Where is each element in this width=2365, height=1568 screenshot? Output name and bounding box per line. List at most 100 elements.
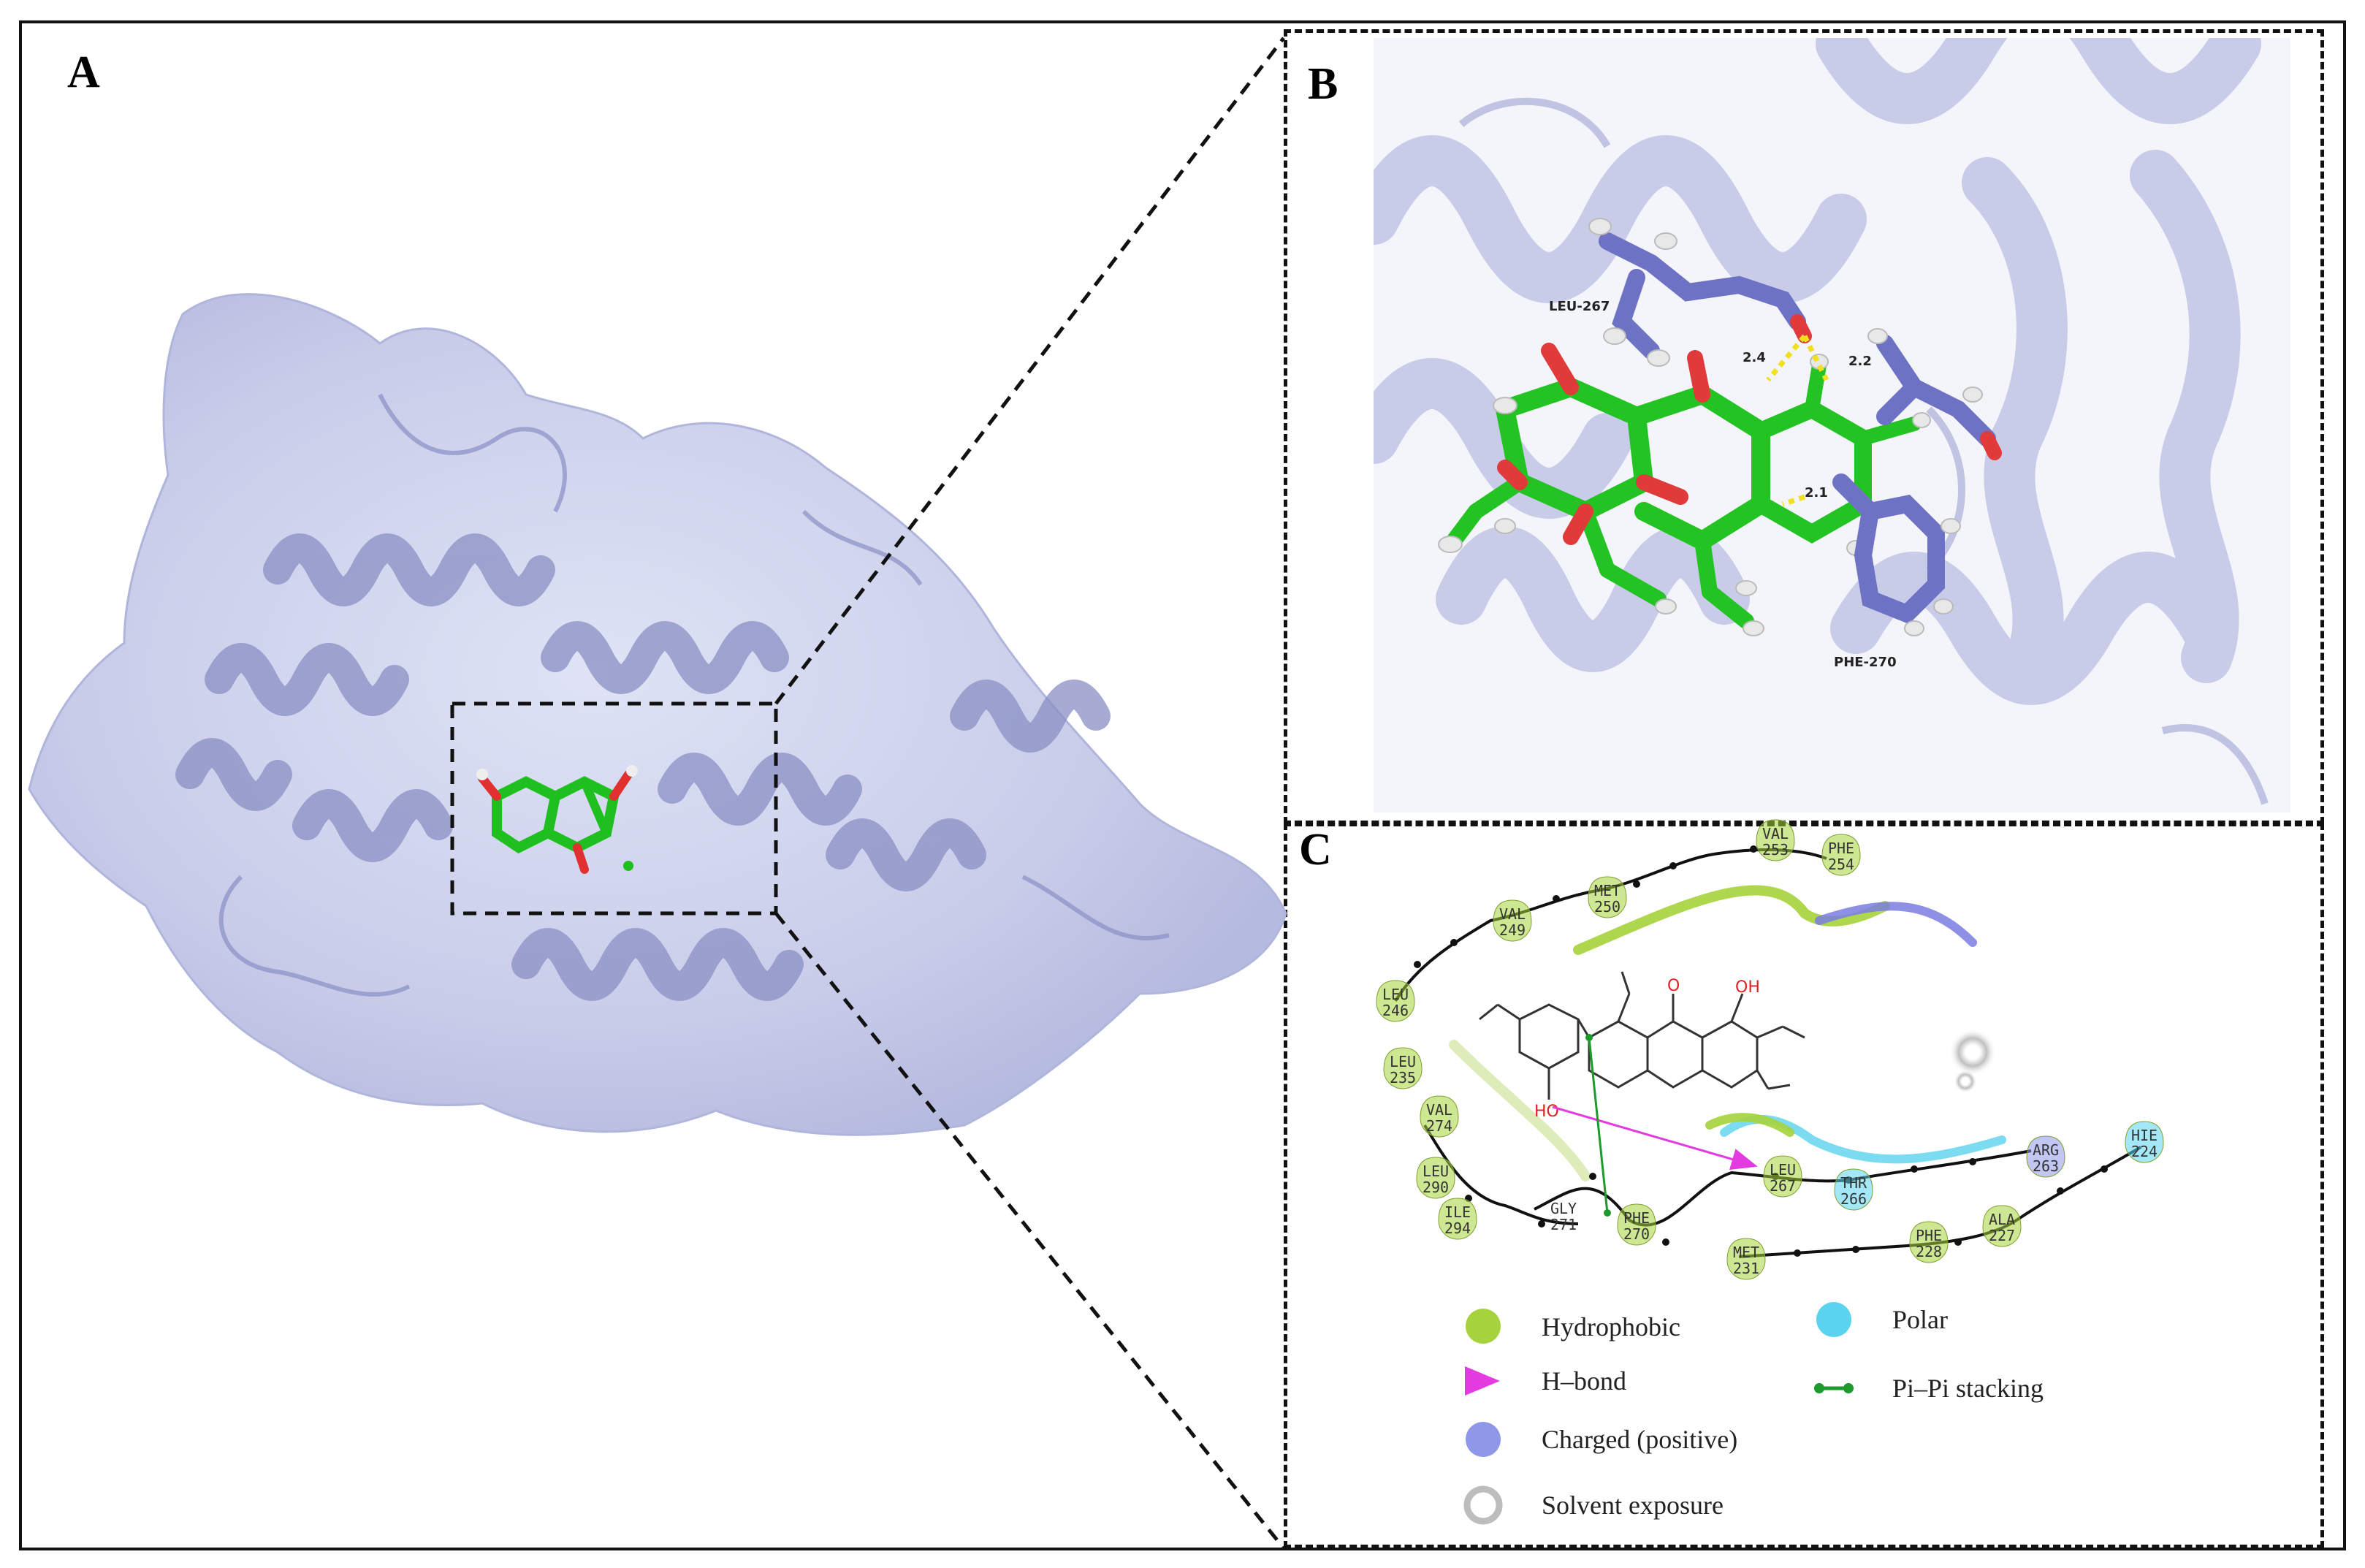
residue-name: GLY [1550, 1200, 1577, 1217]
panel-label-b: B [1308, 59, 1338, 109]
residue-name: MET [1733, 1244, 1759, 1261]
protein-loops [218, 393, 1170, 997]
residue-name: PHE [1828, 840, 1854, 857]
residue-number: 224 [2131, 1143, 2158, 1160]
legend-hydrophobic-swatch [1466, 1309, 1501, 1344]
residue-droplet [1617, 1203, 1656, 1246]
legend-pipi-label: Pi–Pi stacking [1892, 1374, 2044, 1403]
residue-number: 267 [1770, 1177, 1796, 1195]
residue-name: VAL [1499, 905, 1526, 923]
solvent-exposure-marker [1949, 1029, 1996, 1076]
residue-droplet [1416, 1157, 1455, 1199]
residue-name: ALA [1989, 1211, 2015, 1228]
residue-droplet [1383, 1047, 1423, 1089]
residue-name: THR [1840, 1174, 1867, 1192]
residue-number: 250 [1594, 898, 1621, 916]
residue-number: 249 [1499, 921, 1526, 939]
solvent-exposure-marker-2 [1954, 1070, 1977, 1093]
residue-name: ILE [1444, 1203, 1471, 1221]
residue-droplet [1821, 834, 1861, 876]
residue-name: PHE [1916, 1227, 1942, 1244]
legend-hydrophobic-label: Hydrophobic [1542, 1312, 1680, 1341]
zoom-line-top [774, 37, 1285, 705]
zoom-line-bottom [774, 912, 1285, 1550]
label-phe270: PHE-270 [1834, 655, 1897, 670]
residue-number: 294 [1444, 1219, 1471, 1237]
residue-name: LEU [1770, 1161, 1796, 1179]
ligand-2d-structure [1479, 971, 1805, 1100]
distance-2-2: 2.2 [1848, 354, 1872, 369]
oxygen-ketone: O [1667, 977, 1680, 995]
residue-number: 227 [1989, 1227, 2015, 1244]
residue-droplet [1438, 1198, 1477, 1240]
residue-name: MET [1594, 882, 1621, 899]
distance-2-4: 2.4 [1743, 350, 1766, 365]
label-leu267: LEU-267 [1549, 299, 1610, 314]
pipi-end-a [1585, 1034, 1593, 1041]
residue-droplet [1493, 899, 1532, 942]
residue-droplet [1756, 819, 1795, 861]
hydroxyl-oh: OH [1735, 978, 1760, 997]
pipi-end-b [1604, 1209, 1611, 1217]
residue-droplet [1909, 1221, 1949, 1263]
residue-droplet [1726, 1238, 1766, 1280]
hydroxyl-ho: HO [1534, 1103, 1559, 1121]
residue-droplet [1982, 1205, 2022, 1247]
residue-droplet [1588, 876, 1627, 918]
residue-name: LEU [1382, 986, 1409, 1003]
legend: Hydrophobic Polar H–bond Pi–Pi stacking … [1463, 1302, 2044, 1525]
residue-name: LEU [1390, 1053, 1416, 1070]
residue-number: 266 [1840, 1190, 1867, 1208]
panel-label-a: A [67, 47, 100, 97]
residue-number: 231 [1733, 1260, 1759, 1277]
residue-droplet [1834, 1168, 1873, 1211]
panel-label-c: C [1299, 825, 1332, 875]
legend-charged-label: Charged (positive) [1542, 1425, 1737, 1454]
legend-hbond-label: H–bond [1542, 1366, 1626, 1396]
residue-number: 263 [2033, 1157, 2059, 1175]
figure-frame [19, 20, 2346, 1550]
distance-2-1: 2.1 [1805, 485, 1828, 501]
residue-droplet [2125, 1121, 2164, 1163]
residue-number: 246 [1382, 1002, 1409, 1019]
protein-surface [28, 293, 1287, 1136]
residue-name: PHE [1623, 1209, 1650, 1227]
residue-name: VAL [1426, 1101, 1452, 1119]
ligand-small [476, 765, 638, 874]
residue-number: 253 [1762, 841, 1789, 859]
legend-charged-swatch [1466, 1422, 1501, 1457]
residue-number: 270 [1623, 1225, 1650, 1243]
legend-solvent-swatch [1463, 1485, 1503, 1525]
panel-c-box [1284, 823, 2324, 1548]
zoom-box [450, 701, 778, 916]
residue-number: 228 [1916, 1243, 1942, 1260]
residue-number: 235 [1390, 1069, 1416, 1086]
legend-polar-label: Polar [1892, 1305, 1948, 1334]
legend-pipi-dot-a [1814, 1383, 1824, 1393]
residue-number: 290 [1423, 1179, 1449, 1196]
residue-droplet [1376, 980, 1415, 1022]
residue-number: 274 [1426, 1117, 1452, 1135]
residue-name: ARG [2033, 1141, 2059, 1159]
pipi-line [1588, 1037, 1609, 1214]
legend-pipi-dot-b [1843, 1383, 1854, 1393]
residue-name: VAL [1762, 825, 1789, 842]
residue-droplet [2026, 1135, 2065, 1178]
